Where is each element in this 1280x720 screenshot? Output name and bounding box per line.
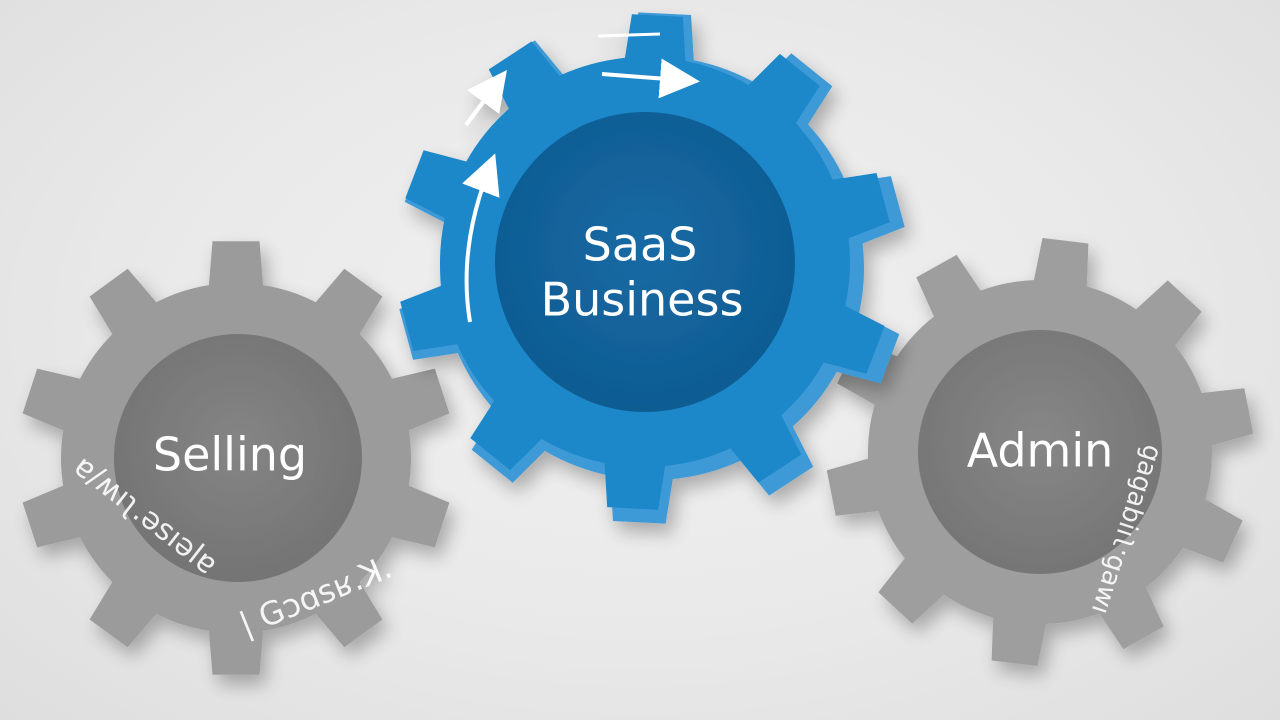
selling-gear-hub [114,334,362,582]
saas-business-gear: SaaS Business [399,12,905,524]
saas-gear-hub [495,112,795,412]
saas-label-line1: SaaS [583,218,698,272]
admin-gear-hub [918,330,1162,574]
rotation-arrow-icon [464,69,507,127]
admin-gear: Admin ıʍɐɓ.ʅıᴉqɐɓɐɓ [826,238,1254,666]
saas-label-line2: Business [541,273,744,327]
rotation-arrow-icon [601,58,700,99]
tooth-highlight-line [597,32,661,38]
admin-label: Admin [967,424,1114,478]
selling-gear: Selling ɐ/ʍıʅ.ǝsıǝlɐ | Gɔɑsʁ.ꓘ. [22,241,450,675]
rotation-arrow-icon [462,153,500,323]
selling-label: Selling [153,428,307,482]
